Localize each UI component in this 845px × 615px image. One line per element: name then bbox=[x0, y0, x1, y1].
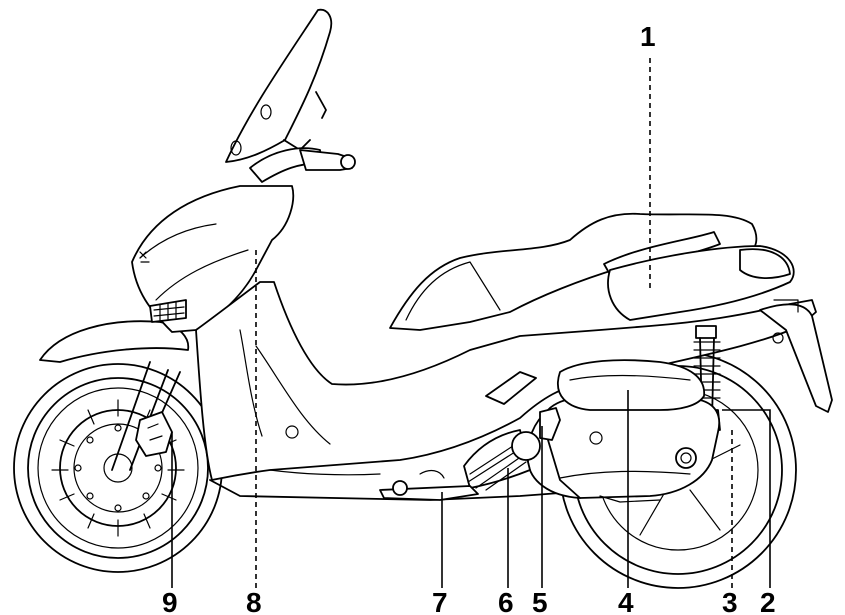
callout-4: 4 bbox=[618, 587, 634, 615]
callout-numbers: 1 2 3 4 5 6 7 8 9 bbox=[162, 21, 776, 615]
windscreen bbox=[225, 8, 333, 163]
callout-6: 6 bbox=[498, 587, 514, 615]
front-indicator-grille bbox=[149, 299, 187, 323]
nose-emblem bbox=[139, 251, 150, 263]
brake-caliper bbox=[135, 411, 173, 457]
front-wheel bbox=[13, 363, 223, 573]
tail-light bbox=[739, 248, 791, 279]
callout-1: 1 bbox=[640, 21, 656, 52]
callout-5: 5 bbox=[532, 587, 548, 615]
callout-7: 7 bbox=[432, 587, 448, 615]
callout-9: 9 bbox=[162, 587, 178, 615]
callout-3: 3 bbox=[722, 587, 738, 615]
passenger-footrest bbox=[485, 371, 537, 405]
reservoir-cap bbox=[539, 407, 561, 441]
leader-2 bbox=[722, 409, 771, 588]
front-fender bbox=[39, 320, 190, 363]
leader-lines bbox=[171, 58, 771, 588]
engine-bellows bbox=[463, 429, 541, 491]
callout-2: 2 bbox=[760, 587, 776, 615]
callout-8: 8 bbox=[246, 587, 262, 615]
rear-mudguard bbox=[759, 303, 833, 413]
air-filter-housing bbox=[557, 359, 705, 411]
